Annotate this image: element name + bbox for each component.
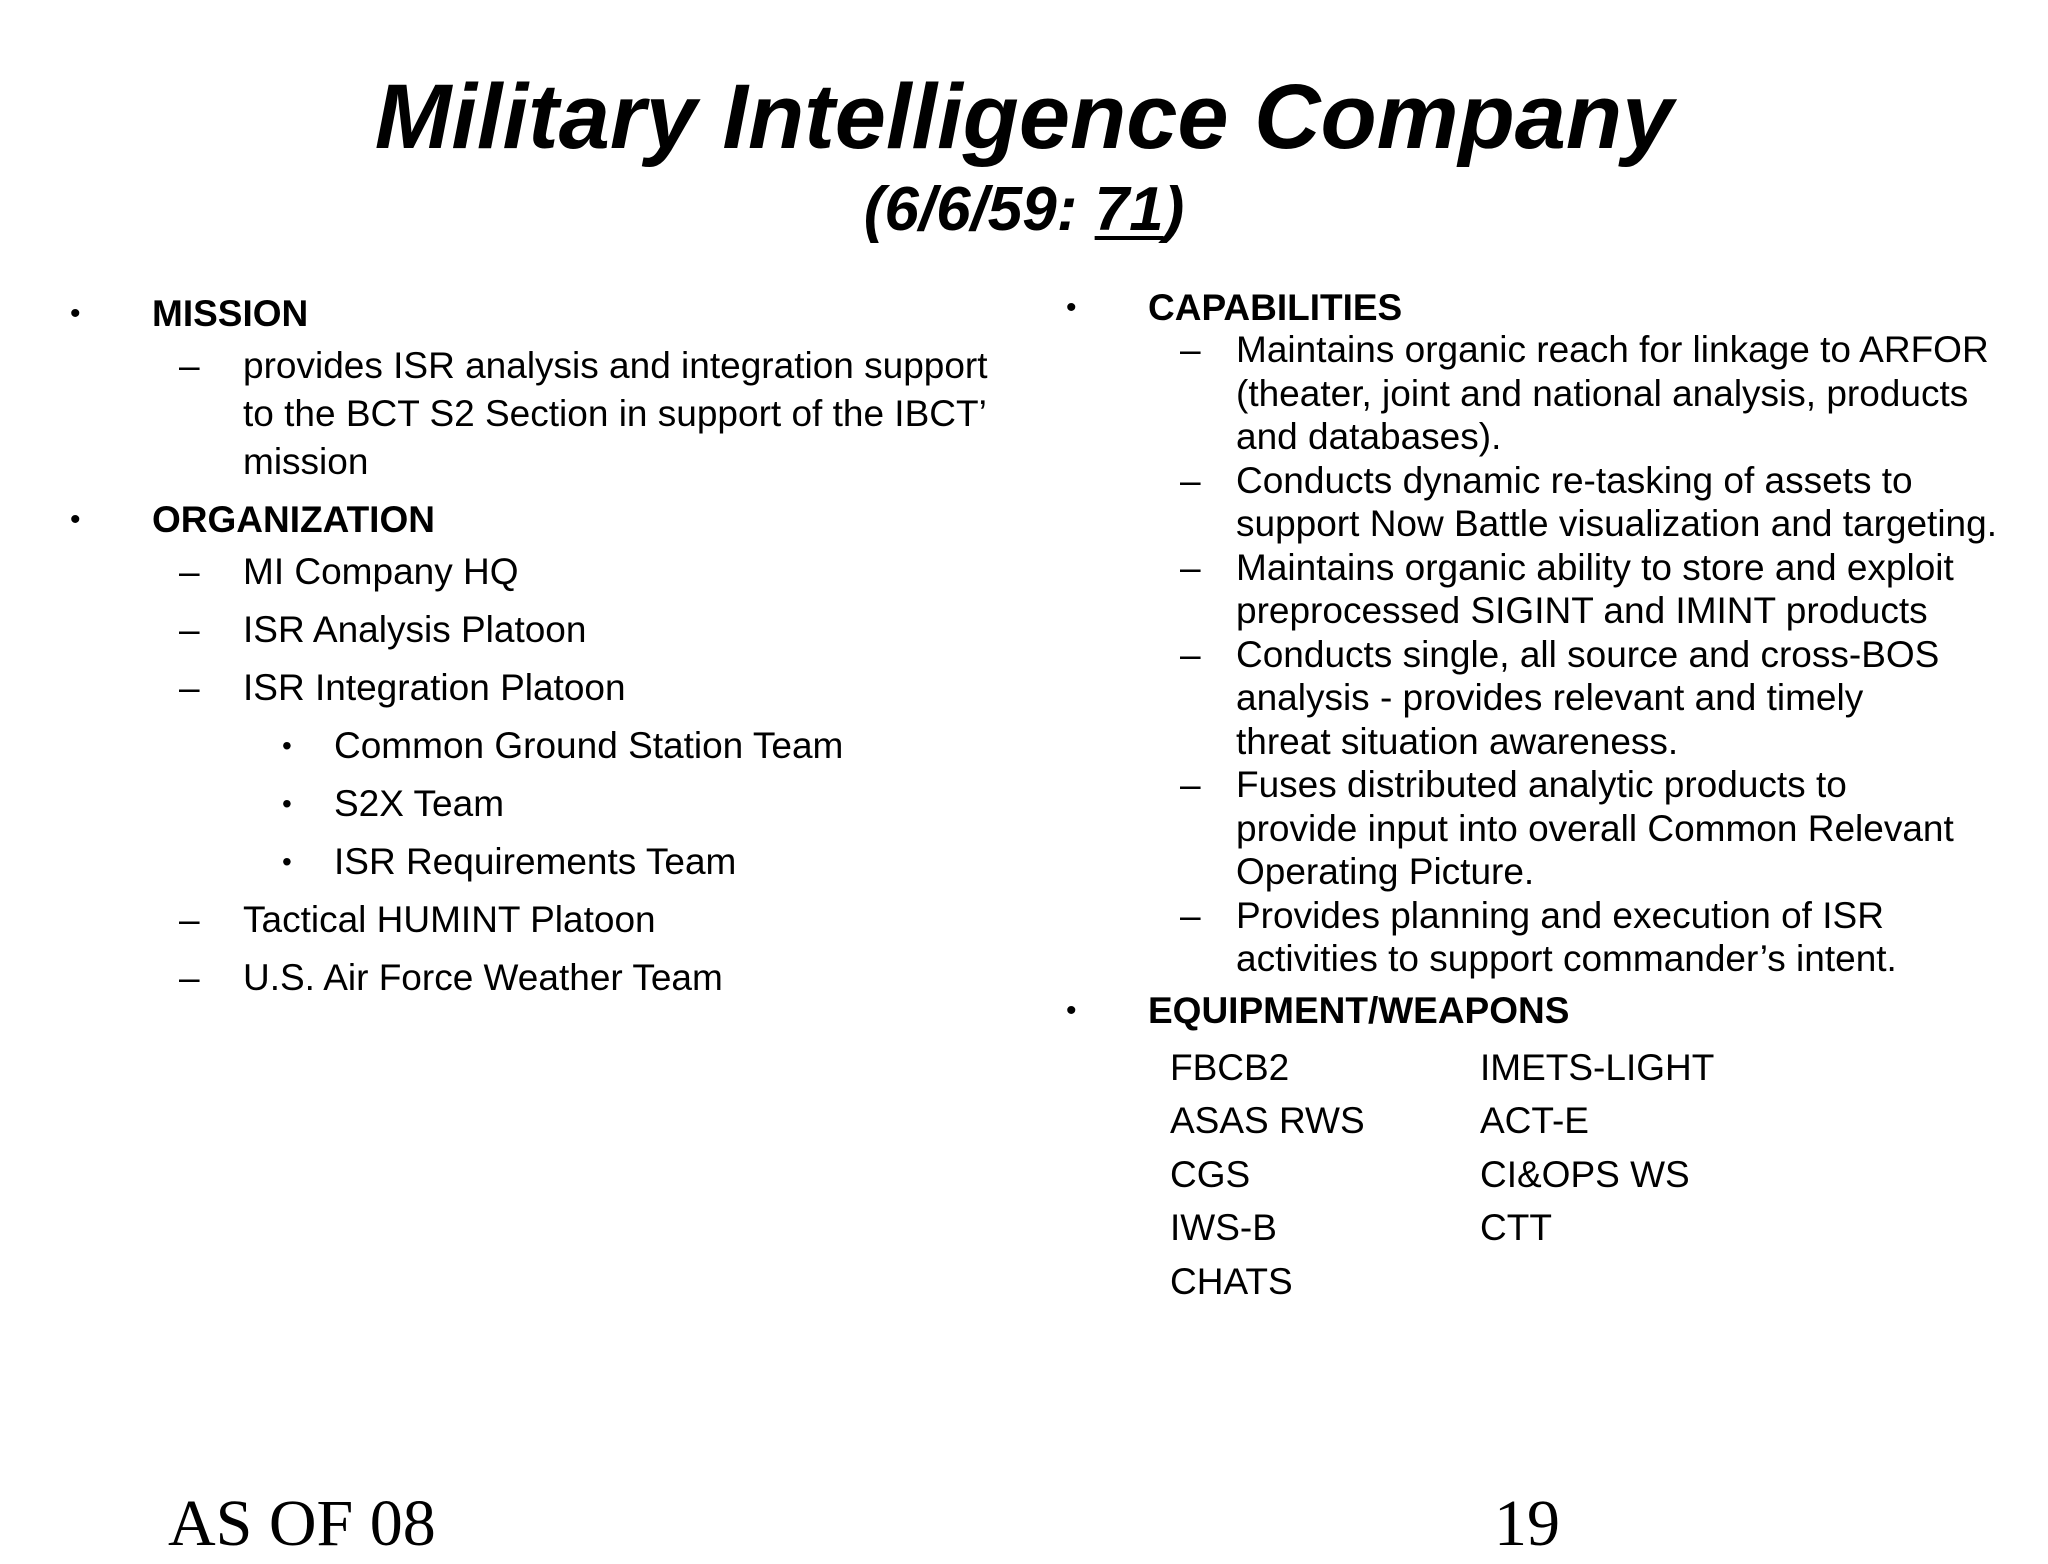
list-item: • ISR Requirements Team — [70, 838, 1010, 886]
equipment-cell: CHATS — [1170, 1260, 1293, 1302]
capability-text: Fuses distributed analytic products to p… — [1236, 764, 1954, 892]
equipment-cell — [1480, 1255, 1790, 1309]
subtitle-number: 71 — [1094, 175, 1164, 244]
page-title: Military Intelligence Company — [374, 66, 1674, 168]
equipment-cell: ASAS RWS — [1170, 1100, 1365, 1141]
capability-text: Conducts single, all source and cross-BO… — [1236, 633, 1940, 762]
dash-mark: – — [1180, 546, 1201, 588]
list-item: – Maintains organic ability to store and… — [1066, 546, 2006, 633]
list-item: – Provides planning and execution of ISR… — [1066, 894, 2006, 981]
list-item: – Fuses distributed analytic products to… — [1066, 763, 2006, 894]
organization-heading-label: ORGANIZATION — [152, 499, 435, 540]
list-item: – U.S. Air Force Weather Team — [70, 954, 1010, 1002]
equipment-table: FBCB2 IMETS-LIGHT ASAS RWS ACT-E CGS CI&… — [1170, 1041, 2006, 1309]
capability-text: Provides planning and execution of ISR a… — [1236, 894, 1897, 980]
right-column: • CAPABILITIES – Maintains organic reach… — [1066, 288, 2006, 1308]
capability-text: Maintains organic reach for linkage to A… — [1236, 329, 1989, 457]
equipment-cell: CTT — [1480, 1207, 1552, 1248]
dash-mark: – — [179, 899, 200, 940]
org-item-label: Tactical HUMINT Platoon — [243, 899, 656, 940]
org-item-label: ISR Integration Platoon — [243, 667, 626, 708]
list-item: – Tactical HUMINT Platoon — [70, 896, 1010, 944]
bullet-mark: • — [70, 297, 81, 330]
org-item-label: MI Company HQ — [243, 551, 519, 592]
org-item-label: U.S. Air Force Weather Team — [243, 957, 723, 998]
org-subitem-label: S2X Team — [334, 783, 505, 824]
list-item: – Maintains organic reach for linkage to… — [1066, 328, 2006, 459]
equipment-cell: IWS-B — [1170, 1207, 1277, 1248]
dash-mark: – — [179, 667, 200, 708]
capability-text: Conducts dynamic re-tasking of assets to… — [1236, 459, 1997, 545]
list-item: – Conducts single, all source and cross-… — [1066, 633, 2006, 764]
capability-text: Maintains organic ability to store and e… — [1236, 546, 1954, 632]
mission-heading-label: MISSION — [152, 293, 309, 334]
equipment-cell: ACT-E — [1480, 1100, 1589, 1141]
equipment-heading-label: EQUIPMENT/WEAPONS — [1148, 989, 1570, 1031]
subtitle-suffix: ) — [1163, 175, 1185, 244]
dash-mark: – — [179, 551, 200, 592]
list-item: – Conducts dynamic re-tasking of assets … — [1066, 459, 2006, 546]
equipment-cell: FBCB2 — [1170, 1046, 1290, 1088]
mission-text: provides ISR analysis and integration su… — [243, 345, 988, 482]
bullet-mark: • — [70, 503, 81, 536]
equipment-cell: CGS — [1170, 1153, 1251, 1195]
bullet-mark: • — [1066, 993, 1077, 1027]
capabilities-heading-label: CAPABILITIES — [1148, 287, 1403, 328]
list-item: • S2X Team — [70, 780, 1010, 828]
bullet-mark: • — [282, 788, 292, 819]
dash-mark: – — [179, 609, 200, 650]
equipment-cell: CI&OPS WS — [1480, 1153, 1690, 1195]
page-subtitle: (6/6/59: 71) — [0, 172, 2048, 248]
dash-mark: – — [179, 957, 200, 998]
dash-mark: – — [1180, 894, 1201, 936]
list-item: – ISR Integration Platoon — [70, 664, 1010, 712]
list-item: • Common Ground Station Team — [70, 722, 1010, 770]
subtitle-prefix: (6/6/59: — [863, 175, 1095, 244]
dash-mark: – — [1180, 633, 1201, 675]
mission-heading: • MISSION — [70, 292, 1010, 336]
org-subitem-label: Common Ground Station Team — [334, 725, 844, 766]
dash-mark: – — [179, 345, 200, 386]
mission-text-item: – provides ISR analysis and integration … — [70, 342, 1010, 486]
organization-heading: • ORGANIZATION — [70, 498, 1010, 542]
bullet-mark: • — [282, 846, 292, 877]
dash-mark: – — [1180, 764, 1201, 805]
equipment-heading: • EQUIPMENT/WEAPONS — [1066, 989, 2006, 1033]
bullet-mark: • — [282, 730, 292, 761]
org-subitem-label: ISR Requirements Team — [334, 841, 737, 882]
dash-mark: – — [1180, 329, 1201, 370]
org-item-label: ISR Analysis Platoon — [243, 609, 587, 650]
capabilities-heading: • CAPABILITIES — [1066, 288, 2006, 328]
page-number: 19 — [1494, 1487, 1560, 1560]
list-item: – MI Company HQ — [70, 548, 1010, 596]
equipment-cell: IMETS-LIGHT — [1480, 1046, 1715, 1088]
dash-mark: – — [1180, 459, 1201, 501]
footer-date: AS OF 08 — [168, 1487, 436, 1560]
bullet-mark: • — [1066, 291, 1077, 324]
list-item: – ISR Analysis Platoon — [70, 606, 1010, 654]
left-column: • MISSION – provides ISR analysis and in… — [70, 292, 1010, 1002]
